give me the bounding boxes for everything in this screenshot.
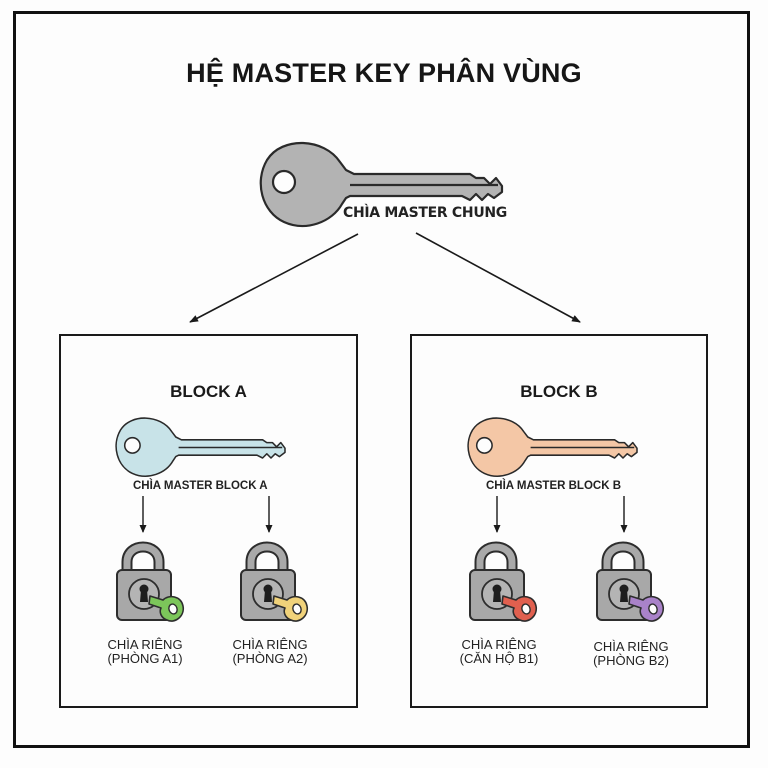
padlock-icon bbox=[596, 541, 665, 622]
inserted-key-icon bbox=[148, 595, 185, 622]
lock-a1-label-line2: (PHÒNG A1) bbox=[107, 651, 183, 666]
lock-keyhole-slot bbox=[264, 590, 272, 602]
lock-b2-label-line1: CHÌA RIÊNG bbox=[593, 639, 669, 654]
lock-b1-label-line1: CHÌA RIÊNG bbox=[461, 637, 537, 652]
lock-keyhole-slot bbox=[620, 590, 628, 602]
key-icon bbox=[467, 417, 638, 477]
lock-a2-label-line1: CHÌA RIÊNG bbox=[232, 637, 308, 652]
key-hole bbox=[123, 436, 141, 454]
block-a-panel: BLOCK A bbox=[59, 334, 358, 708]
padlock-icon bbox=[469, 541, 538, 622]
diagram-title: HỆ MASTER KEY PHÂN VÙNG bbox=[186, 58, 582, 88]
lock-shackle bbox=[247, 543, 287, 574]
lock-keyhole-slot bbox=[140, 590, 148, 602]
lock-b2-label-line2: (PHÒNG B2) bbox=[593, 653, 669, 668]
padlock-icon bbox=[240, 541, 309, 622]
lock-a2-label: CHÌA RIÊNG (PHÒNG A2) bbox=[215, 638, 325, 666]
lock-a2-label-line2: (PHÒNG A2) bbox=[232, 651, 308, 666]
lock-shackle bbox=[476, 543, 516, 574]
lock-shackle bbox=[123, 543, 163, 574]
block-a-master-key-label: CHÌA MASTER BLOCK A bbox=[133, 480, 268, 492]
block-b-panel: BLOCK B bbox=[410, 334, 708, 708]
lock-a1-label: CHÌA RIÊNG (PHÒNG A1) bbox=[90, 638, 200, 666]
lock-b1-label-line2: (CĂN HỘ B1) bbox=[459, 651, 539, 666]
block-a-title: BLOCK A bbox=[170, 382, 247, 401]
key-icon bbox=[115, 417, 286, 477]
inserted-key-icon bbox=[272, 595, 309, 622]
inserted-key-icon bbox=[501, 595, 538, 622]
padlock-icon bbox=[116, 541, 185, 622]
key-icon bbox=[259, 141, 504, 227]
block-b-master-key-label: CHÌA MASTER BLOCK B bbox=[486, 480, 622, 492]
main-key-label: CHÌA MASTER CHUNG bbox=[343, 205, 507, 221]
key-hole bbox=[271, 169, 297, 195]
lock-keyhole-slot bbox=[493, 590, 501, 602]
lock-b1-label: CHÌA RIÊNG (CĂN HỘ B1) bbox=[444, 638, 554, 666]
lock-shackle bbox=[603, 543, 643, 574]
block-b-title: BLOCK B bbox=[520, 382, 598, 401]
arrow-to-block-a bbox=[189, 233, 359, 323]
inserted-key-icon bbox=[628, 595, 665, 622]
key-hole bbox=[475, 436, 493, 454]
arrow-to-block-b bbox=[415, 232, 581, 323]
lock-a1-label-line1: CHÌA RIÊNG bbox=[107, 637, 183, 652]
lock-b2-label: CHÌA RIÊNG (PHÒNG B2) bbox=[576, 640, 686, 668]
